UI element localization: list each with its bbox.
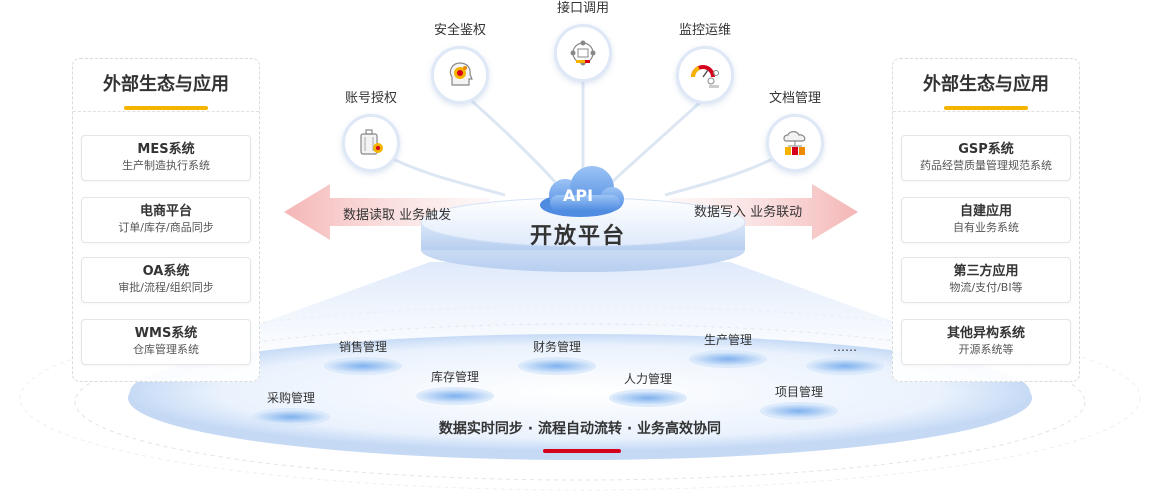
platform-title: 开放平台 — [530, 224, 627, 249]
system-name: 其他异构系统 — [946, 326, 1025, 341]
system-name: OA系统 — [142, 264, 190, 279]
cloud-docs-icon — [766, 114, 824, 172]
system-name: 电商平台 — [139, 204, 192, 219]
system-name: GSP系统 — [958, 142, 1014, 157]
module-label: 库存管理 — [430, 370, 479, 384]
system-card-ecommerce[interactable]: 电商平台 订单/库存/商品同步 — [81, 197, 251, 243]
system-desc: 订单/库存/商品同步 — [118, 221, 214, 234]
write-flow-label: 数据写入 业务联动 — [694, 205, 803, 220]
read-flow-label: 数据读取 业务触发 — [343, 208, 452, 223]
system-desc: 自有业务系统 — [953, 221, 1019, 234]
link-security — [464, 93, 557, 183]
right-ecosystem-panel: 外部生态与应用 GSP系统 药品经营质量管理规范系统 自建应用 自有业务系统 第… — [892, 58, 1080, 382]
system-card-wms[interactable]: WMS系统 仓库管理系统 — [81, 319, 251, 365]
module-project[interactable]: 项目管理 — [744, 384, 854, 418]
capability-api-call[interactable]: 接口调用 — [538, 0, 628, 82]
module-label: 生产管理 — [703, 333, 752, 347]
luggage-badge-icon — [342, 114, 400, 172]
system-desc: 物流/支付/BI等 — [949, 281, 1023, 294]
system-name: 自建应用 — [959, 204, 1012, 219]
module-label: 采购管理 — [266, 391, 315, 405]
module-pad — [808, 359, 882, 373]
system-desc: 药品经营质量管理规范系统 — [920, 159, 1052, 172]
api-label: API — [562, 186, 594, 205]
tagline-underline — [543, 449, 621, 453]
capability-label: 账号授权 — [344, 91, 397, 106]
system-name: WMS系统 — [134, 326, 198, 341]
capability-label: 监控运维 — [678, 23, 731, 38]
network-nodes-icon — [554, 24, 612, 82]
module-inventory[interactable]: 库存管理 — [400, 369, 510, 403]
system-card-heterogeneous[interactable]: 其他异构系统 开源系统等 — [901, 319, 1071, 365]
capability-security[interactable]: 安全鉴权 — [415, 22, 505, 104]
capability-label: 安全鉴权 — [433, 23, 486, 38]
module-purchasing[interactable]: 采购管理 — [236, 390, 346, 424]
system-desc: 审批/流程/组织同步 — [118, 281, 214, 294]
module-label: 项目管理 — [774, 385, 823, 399]
link-monitor — [610, 93, 710, 184]
system-name: 第三方应用 — [953, 264, 1019, 279]
module-pad — [762, 404, 836, 418]
module-pad — [611, 391, 685, 405]
module-label: 销售管理 — [338, 340, 387, 354]
left-panel-underline — [124, 106, 208, 110]
module-production[interactable]: 生产管理 — [673, 332, 783, 366]
capability-docs[interactable]: 文档管理 — [750, 90, 840, 172]
outer-ring-2 — [19, 305, 1141, 491]
system-desc: 仓库管理系统 — [133, 343, 199, 356]
system-desc: 生产制造执行系统 — [122, 159, 210, 172]
module-label: 财务管理 — [532, 340, 581, 354]
module-finance[interactable]: 财务管理 — [502, 339, 612, 373]
module-hr[interactable]: 人力管理 — [593, 371, 703, 405]
head-gear-icon — [431, 46, 489, 104]
module-sales[interactable]: 销售管理 — [308, 339, 418, 373]
system-card-self-built[interactable]: 自建应用 自有业务系统 — [901, 197, 1071, 243]
module-pad — [520, 359, 594, 373]
system-card-third-party[interactable]: 第三方应用 物流/支付/BI等 — [901, 257, 1071, 303]
module-label: …… — [833, 340, 857, 354]
module-label: 人力管理 — [623, 372, 672, 386]
capability-monitoring[interactable]: 监控运维 — [660, 22, 750, 104]
system-card-gsp[interactable]: GSP系统 药品经营质量管理规范系统 — [901, 135, 1071, 181]
outer-ring — [74, 323, 1086, 481]
capability-label: 接口调用 — [556, 1, 609, 16]
api-cloud-icon — [540, 166, 624, 217]
module-pad — [254, 410, 328, 424]
system-desc: 开源系统等 — [958, 343, 1014, 356]
system-card-mes[interactable]: MES系统 生产制造执行系统 — [81, 135, 251, 181]
left-ecosystem-panel: 外部生态与应用 MES系统 生产制造执行系统 电商平台 订单/库存/商品同步 O… — [72, 58, 260, 382]
light-beam — [160, 262, 1000, 360]
monitor-gauge-icon — [676, 46, 734, 104]
left-panel-title: 外部生态与应用 — [73, 59, 259, 112]
capability-label: 文档管理 — [768, 91, 821, 106]
module-pad — [418, 389, 492, 403]
module-pad — [691, 352, 765, 366]
capability-account-auth[interactable]: 账号授权 — [326, 90, 416, 172]
system-name: MES系统 — [137, 142, 195, 157]
tagline: 数据实时同步 · 流程自动流转 · 业务高效协同 — [438, 421, 722, 437]
right-panel-title: 外部生态与应用 — [893, 59, 1079, 112]
right-panel-underline — [944, 106, 1028, 110]
module-more[interactable]: …… — [790, 339, 900, 373]
module-pad — [326, 359, 400, 373]
system-card-oa[interactable]: OA系统 审批/流程/组织同步 — [81, 257, 251, 303]
